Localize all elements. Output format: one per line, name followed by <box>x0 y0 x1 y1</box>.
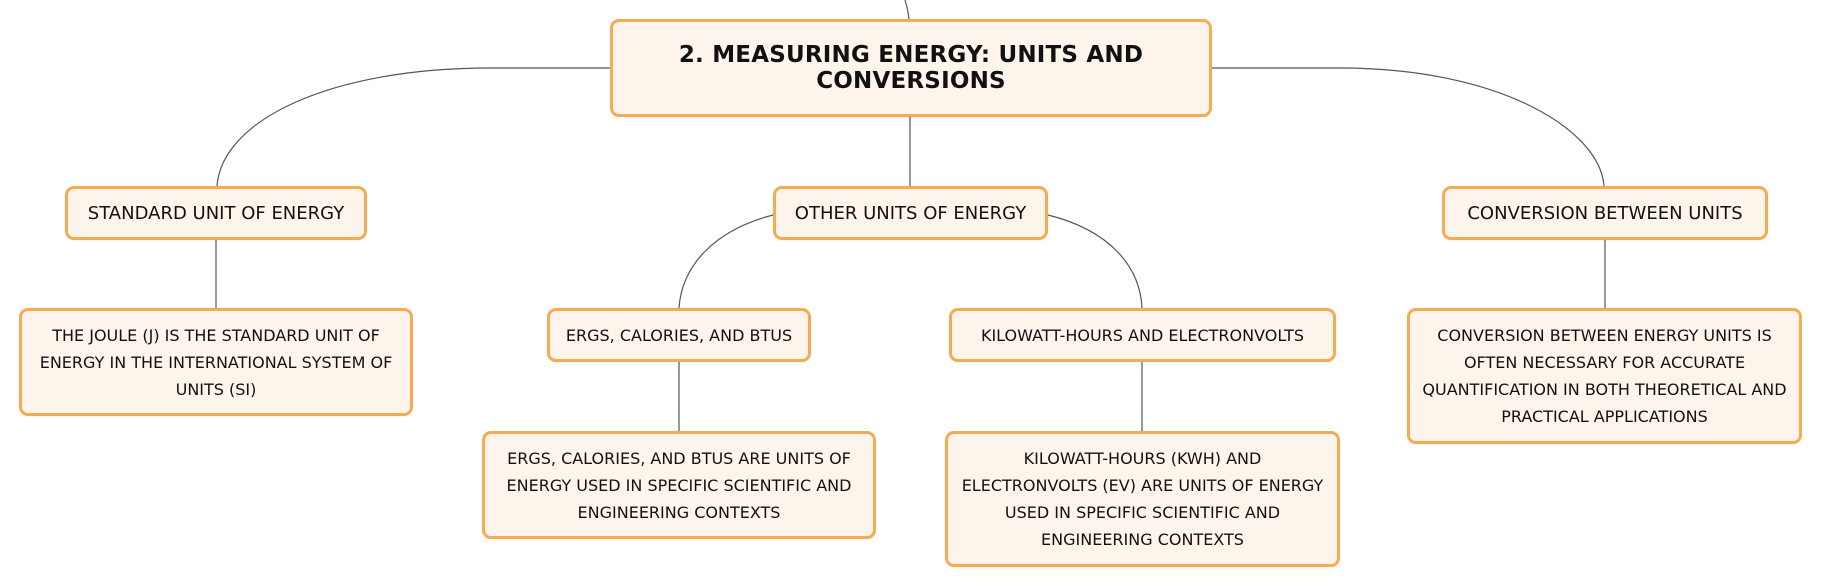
node-standard-unit-label: STANDARD UNIT OF ENERGY <box>87 202 345 224</box>
node-ergs-calories-btus[interactable]: ERGS, CALORIES, AND BTUS <box>547 308 811 362</box>
connector-root-to-conversion <box>1212 67 1605 187</box>
node-other-units[interactable]: OTHER UNITS OF ENERGY <box>773 186 1048 240</box>
detail-kilowatt-electronvolts-text: KILOWATT-HOURS (KWH) AND ELECTRONVOLTS (… <box>961 449 1324 549</box>
root-node[interactable]: 2. MEASURING ENERGY: UNITS AND CONVERSIO… <box>610 19 1212 117</box>
node-other-units-label: OTHER UNITS OF ENERGY <box>794 202 1027 224</box>
root-node-label: 2. MEASURING ENERGY: UNITS AND CONVERSIO… <box>678 42 1144 94</box>
node-kilowatt-electronvolts[interactable]: KILOWATT-HOURS AND ELECTRONVOLTS <box>949 308 1336 362</box>
detail-ergs-calories-btus[interactable]: ERGS, CALORIES, AND BTUS ARE UNITS OF EN… <box>482 431 876 539</box>
connector-other-to-kwh <box>1047 214 1143 309</box>
connector-parent-stub <box>904 0 910 20</box>
detail-standard-unit-text: THE JOULE (J) IS THE STANDARD UNIT OF EN… <box>39 325 393 399</box>
detail-conversion-text: CONVERSION BETWEEN ENERGY UNITS IS OFTEN… <box>1422 326 1787 426</box>
node-conversion-label: CONVERSION BETWEEN UNITS <box>1467 202 1743 224</box>
node-ergs-calories-btus-label: ERGS, CALORIES, AND BTUS <box>565 325 793 345</box>
detail-ergs-calories-btus-text: ERGS, CALORIES, AND BTUS ARE UNITS OF EN… <box>506 448 852 522</box>
connector-root-to-standard <box>216 67 610 187</box>
node-kilowatt-electronvolts-label: KILOWATT-HOURS AND ELECTRONVOLTS <box>980 325 1305 345</box>
detail-standard-unit[interactable]: THE JOULE (J) IS THE STANDARD UNIT OF EN… <box>19 308 413 416</box>
node-standard-unit[interactable]: STANDARD UNIT OF ENERGY <box>65 186 367 240</box>
detail-kilowatt-electronvolts[interactable]: KILOWATT-HOURS (KWH) AND ELECTRONVOLTS (… <box>945 431 1340 567</box>
detail-conversion[interactable]: CONVERSION BETWEEN ENERGY UNITS IS OFTEN… <box>1407 308 1802 444</box>
connector-other-to-ergs <box>678 214 774 309</box>
node-conversion[interactable]: CONVERSION BETWEEN UNITS <box>1442 186 1768 240</box>
